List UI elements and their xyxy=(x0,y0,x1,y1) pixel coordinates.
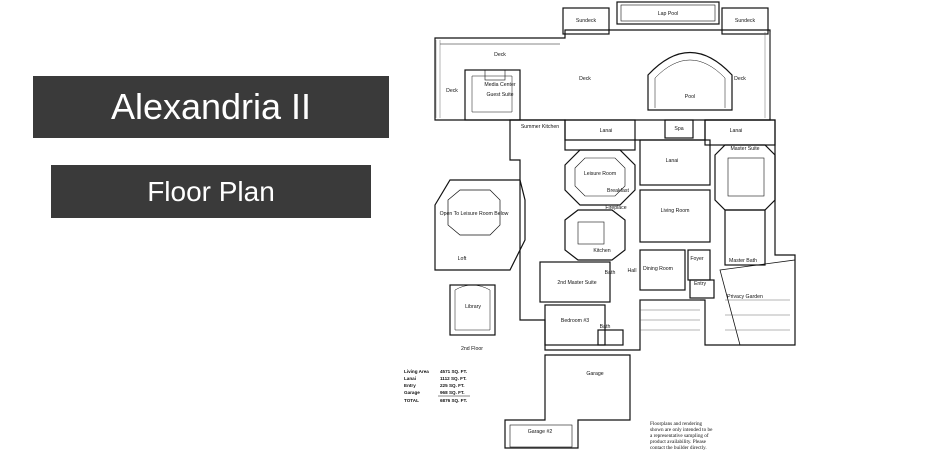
disclaimer-line: Floorplans and rendering xyxy=(650,421,703,427)
room-label: Bath xyxy=(605,270,616,276)
area-total-value: 6876 SQ. FT. xyxy=(440,398,467,403)
room-label: Pool xyxy=(685,94,695,100)
room-label: Spa xyxy=(674,126,683,132)
disclaimer-line: a representative sampling of xyxy=(650,432,709,439)
floor-plan-drawing: Lap Pool Sundeck Sundeck Deck Deck Deck … xyxy=(404,1,796,451)
room-label: Fireplace xyxy=(605,205,626,211)
room-label: Lap Pool xyxy=(658,11,678,17)
subtitle-banner: Floor Plan xyxy=(51,165,371,218)
area-value: 4571 SQ. FT. xyxy=(440,369,467,374)
room-label: Sundeck xyxy=(576,18,597,24)
room-label: Deck xyxy=(494,52,506,58)
room-label: Library xyxy=(465,304,481,310)
room-label: Bedroom #3 xyxy=(561,318,589,324)
room-label: Privacy Garden xyxy=(727,294,763,300)
area-label: Garage xyxy=(404,390,420,395)
disclaimer-line: product availability. Please xyxy=(650,439,707,445)
disclaimer: Floorplans and rendering shown are only … xyxy=(650,421,713,451)
room-label: Garage xyxy=(586,371,603,377)
room-label: Deck xyxy=(579,76,591,82)
room-label: Lanai xyxy=(666,158,679,164)
room-label: Hall xyxy=(628,268,637,274)
page-subtitle: Floor Plan xyxy=(147,175,275,207)
room-label: Leisure Room xyxy=(584,171,616,177)
room-label: Entry xyxy=(694,281,707,287)
room-label: Living Room xyxy=(661,208,690,214)
area-value: 225 SQ. FT. xyxy=(440,383,465,388)
page-title: Alexandria II xyxy=(110,86,312,127)
room-label: Summer Kitchen xyxy=(521,124,559,130)
room-label: Deck xyxy=(734,76,746,82)
room-label: Lanai xyxy=(600,128,613,134)
disclaimer-line: shown are only intended to be xyxy=(650,427,713,433)
room-label: Guest Suite xyxy=(486,92,513,98)
room-label: 2nd Floor xyxy=(461,346,483,352)
room-label: Kitchen xyxy=(593,248,610,254)
room-label: Sundeck xyxy=(735,18,756,24)
area-label: Lanai xyxy=(404,376,416,381)
disclaimer-line: contact the builder directly. xyxy=(650,445,707,451)
area-value: 1112 SQ. FT. xyxy=(440,376,467,381)
area-value: 968 SQ. FT. xyxy=(440,390,465,395)
area-label: Living Area xyxy=(404,369,429,374)
room-label: Media Center xyxy=(484,82,515,88)
room-label: Bath xyxy=(600,324,611,330)
room-label: Garage #2 xyxy=(528,429,553,435)
area-table: Living Area 4571 SQ. FT. Lanai 1112 SQ. … xyxy=(404,369,470,403)
room-label: Master Suite xyxy=(730,146,759,152)
room-label: 2nd Master Suite xyxy=(557,280,596,286)
room-label: Open To Leisure Room Below xyxy=(440,211,509,217)
area-label: Entry xyxy=(404,383,416,388)
room-label: Loft xyxy=(458,256,467,262)
title-banner: Alexandria II xyxy=(33,76,389,138)
room-label: Deck xyxy=(446,88,458,94)
room-label: Foyer xyxy=(690,256,704,262)
room-label: Master Bath xyxy=(729,258,757,264)
area-total-label: TOTAL xyxy=(404,398,419,403)
room-label: Breakfast xyxy=(607,188,629,194)
room-label: Lanai xyxy=(730,128,743,134)
room-label: Dining Room xyxy=(643,266,673,272)
